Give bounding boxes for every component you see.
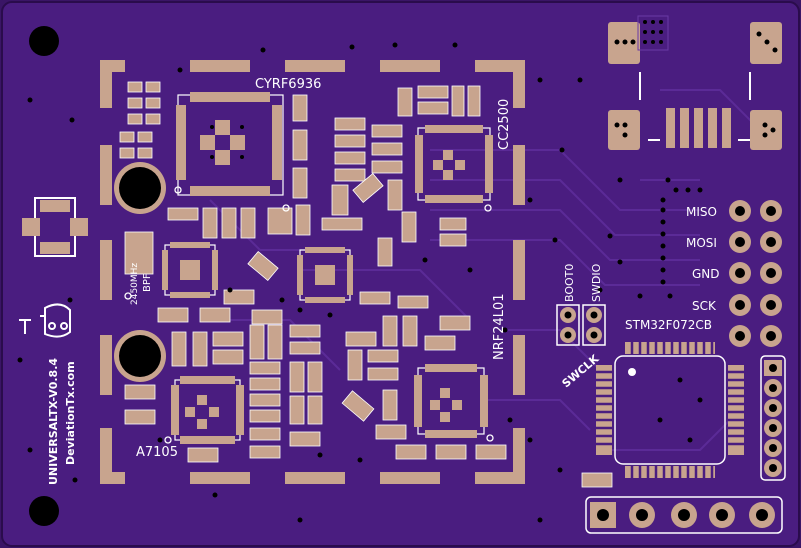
nrf-ic <box>414 364 488 438</box>
mount-hole-bottom-left <box>29 496 59 526</box>
label-bpf: BPF <box>142 273 153 292</box>
label-miso: MISO <box>686 205 717 219</box>
label-cc2500: CC2500 <box>497 99 512 150</box>
switch-ic <box>162 242 353 303</box>
mount-hole-top-left <box>29 26 59 56</box>
usb-connector <box>608 15 782 150</box>
vias <box>17 42 703 523</box>
mounting-holes <box>29 26 59 526</box>
a7105-ic <box>171 376 244 444</box>
cc2500-ic <box>415 125 493 203</box>
label-ghz: 2450MHz <box>130 263 140 305</box>
label-version: UNIVERSALTX-V0.8.4 <box>47 358 60 485</box>
label-site: DeviationTx.com <box>64 361 77 465</box>
copper-traces <box>209 89 761 451</box>
label-cyrf: CYRF6936 <box>255 77 321 92</box>
cyrf-ic <box>176 92 284 196</box>
side-switch <box>22 197 88 257</box>
debug-pads <box>556 304 606 346</box>
stm32-ic <box>596 342 744 478</box>
stm32-pin-gaps <box>596 342 744 478</box>
label-nrf: NRF24L01 <box>492 293 507 360</box>
shield-tabs <box>100 60 525 484</box>
label-a7105: A7105 <box>136 445 178 460</box>
label-gnd: GND <box>692 267 720 281</box>
label-mcu: STM32F072CB <box>625 318 712 332</box>
logo-symbol <box>19 303 71 338</box>
test-points <box>124 186 494 444</box>
label-sck: SCK <box>692 299 717 313</box>
label-boot0: BOOT0 <box>563 264 576 302</box>
side-header <box>760 355 786 481</box>
passive-components <box>119 81 613 488</box>
label-swdio: SWDIO <box>590 263 603 302</box>
label-mosi: MOSI <box>686 236 717 250</box>
bottom-header <box>585 496 783 534</box>
spi-header <box>729 200 782 347</box>
crystal-holes <box>114 162 166 382</box>
